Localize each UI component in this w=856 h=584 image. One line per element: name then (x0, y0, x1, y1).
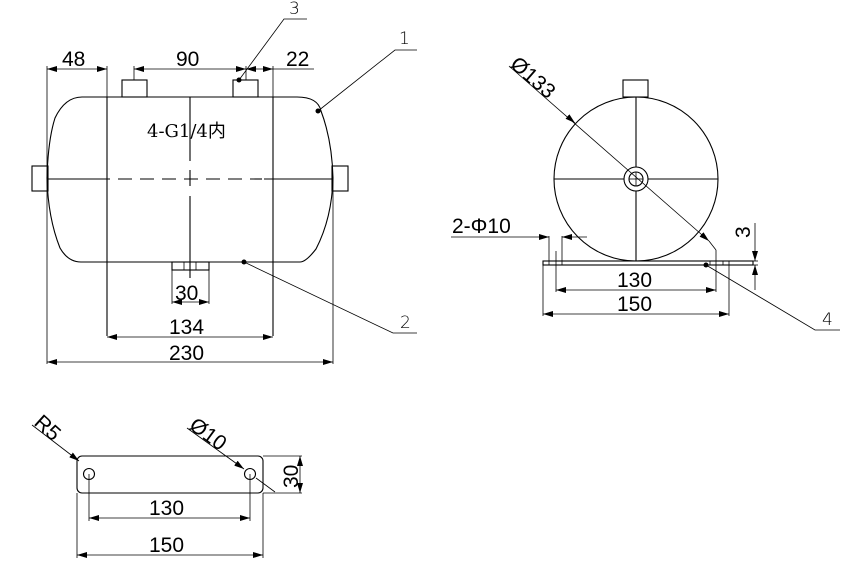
dim-48: 48 (62, 48, 85, 71)
bracket-plate (76, 455, 264, 494)
hole-diameter-leader (186, 427, 245, 470)
top-port-left (121, 79, 148, 98)
callout-4-leader (705, 264, 840, 331)
front-view: 4-G1/4内 48 90 22 30 134 230 1 (31, 0, 417, 365)
callout-2-leader (243, 261, 417, 334)
mounting-plate (542, 260, 754, 266)
side-view: Ø133 2-Φ10 130 150 3 4 (451, 52, 840, 331)
callout-3-leader (238, 18, 307, 81)
top-port-right (232, 79, 259, 98)
port-note: 4-G1/4内 (147, 121, 226, 142)
hole-diameter-tail (255, 477, 276, 493)
dim-r5: R5 (30, 411, 65, 446)
dim-phi10: Ø10 (185, 413, 231, 455)
dim-diameter-133: Ø133 (506, 52, 560, 103)
diameter-arrow-left (565, 114, 576, 124)
dim-holes-2-phi10: 2-Φ10 (452, 215, 511, 238)
dim-22: 22 (286, 48, 309, 71)
radius-leader (31, 424, 80, 462)
callout-2: 2 (400, 313, 411, 333)
dim-230: 230 (169, 342, 204, 365)
bracket-view: R5 Ø10 30 130 150 (30, 411, 303, 558)
callout-1: 1 (399, 29, 410, 49)
dim-150: 150 (617, 293, 652, 316)
diameter-leader (508, 65, 710, 242)
side-port-right (331, 165, 349, 192)
dim-bracket-150: 150 (149, 534, 184, 557)
callout-4: 4 (822, 310, 833, 330)
dim-bracket-30: 30 (280, 465, 303, 488)
dim-90: 90 (176, 48, 199, 71)
dim-134: 134 (169, 316, 204, 339)
callout-1-leader (317, 49, 417, 112)
dim-3: 3 (732, 226, 755, 238)
port-ring-outer (623, 166, 649, 192)
dim-bracket-130: 130 (149, 497, 184, 520)
dim-30: 30 (175, 282, 198, 305)
dim-130: 130 (617, 269, 652, 292)
diameter-tail (708, 240, 717, 251)
callout-3: 3 (289, 0, 300, 19)
top-port (622, 79, 649, 98)
tank-body (46, 96, 334, 263)
side-port-left (31, 165, 49, 192)
